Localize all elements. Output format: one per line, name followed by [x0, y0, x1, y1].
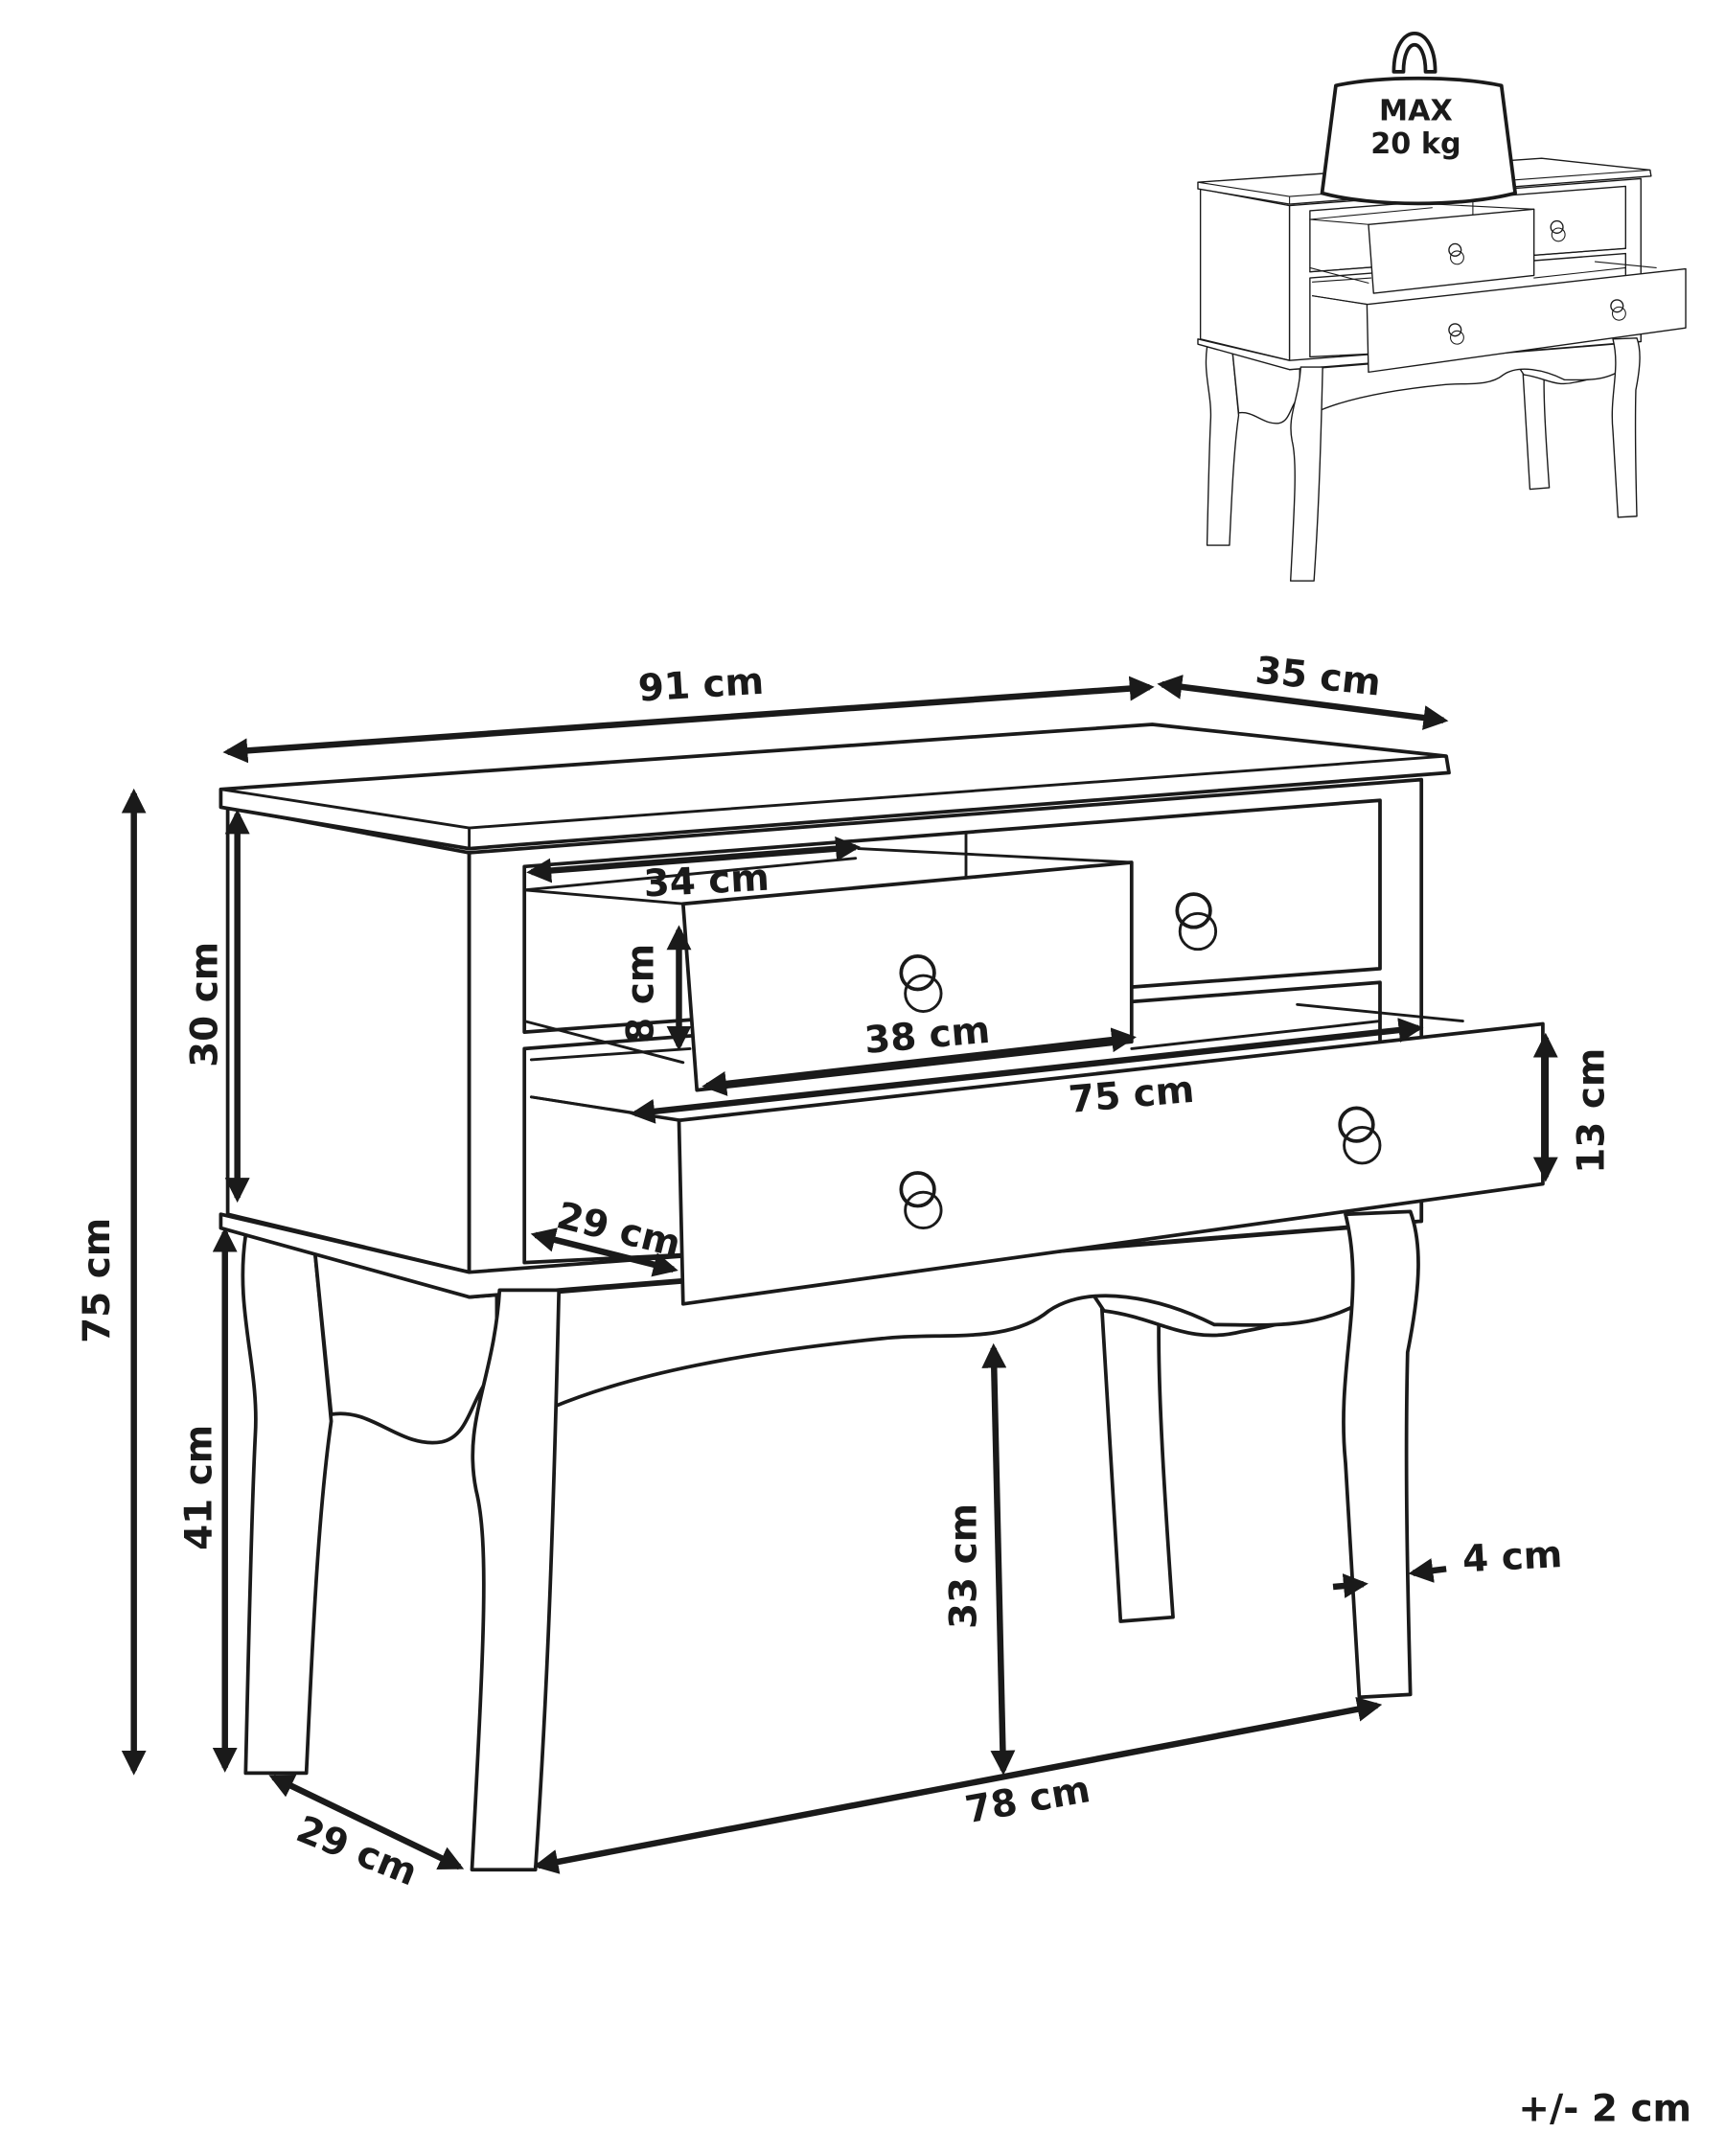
floor-clearance-label: 33 cm [942, 1503, 985, 1629]
large-drawer-height-label: 13 cm [1571, 1048, 1614, 1174]
small-drawer-inner-width-label: 34 cm [642, 857, 770, 906]
weight-handle-icon [1392, 32, 1438, 74]
leg-span-width-label: 78 cm [962, 1768, 1093, 1832]
weight-max-label: MAX [1379, 94, 1453, 127]
total-height-label: 75 cm [76, 1218, 119, 1343]
weight-icon [1320, 76, 1517, 206]
console-table-drawing [218, 722, 1545, 1872]
dimension-lines [121, 675, 1558, 1874]
leg-thickness-label: 4 cm [1461, 1533, 1563, 1581]
tolerance-label: +/- 2 cm [1518, 2088, 1691, 2131]
weight-capacity-illustration: MAX 20 kg [1197, 32, 1687, 582]
weight-value-label: 20 kg [1370, 127, 1460, 161]
total-width-label: 91 cm [637, 660, 766, 711]
body-height-label: 30 cm [184, 942, 227, 1067]
small-drawer-height-label: 8 cm [620, 944, 663, 1044]
leg-height-label: 41 cm [178, 1425, 221, 1550]
